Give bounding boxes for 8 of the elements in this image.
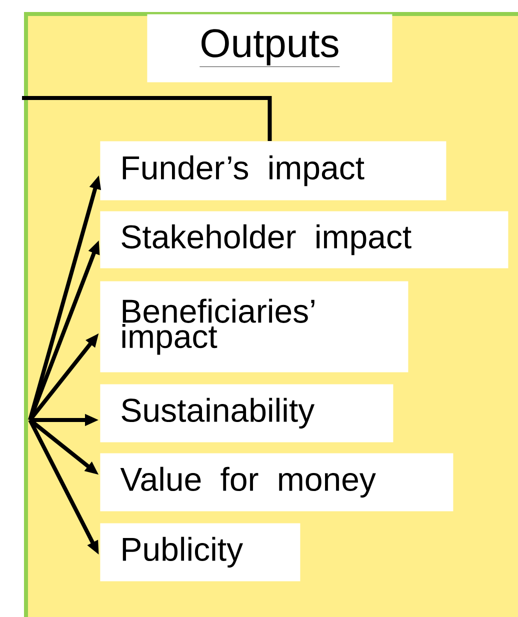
output-box: Funder’s impact <box>100 141 446 200</box>
output-box: Value for money <box>100 453 454 512</box>
title-box: Outputs <box>147 14 392 82</box>
output-box: Publicity <box>100 523 300 582</box>
output-box: Stakeholder impact <box>100 211 508 268</box>
connector-line <box>22 96 272 141</box>
output-box: Sustainability <box>100 384 394 442</box>
output-box: Beneficiaries’ impact <box>100 281 408 372</box>
